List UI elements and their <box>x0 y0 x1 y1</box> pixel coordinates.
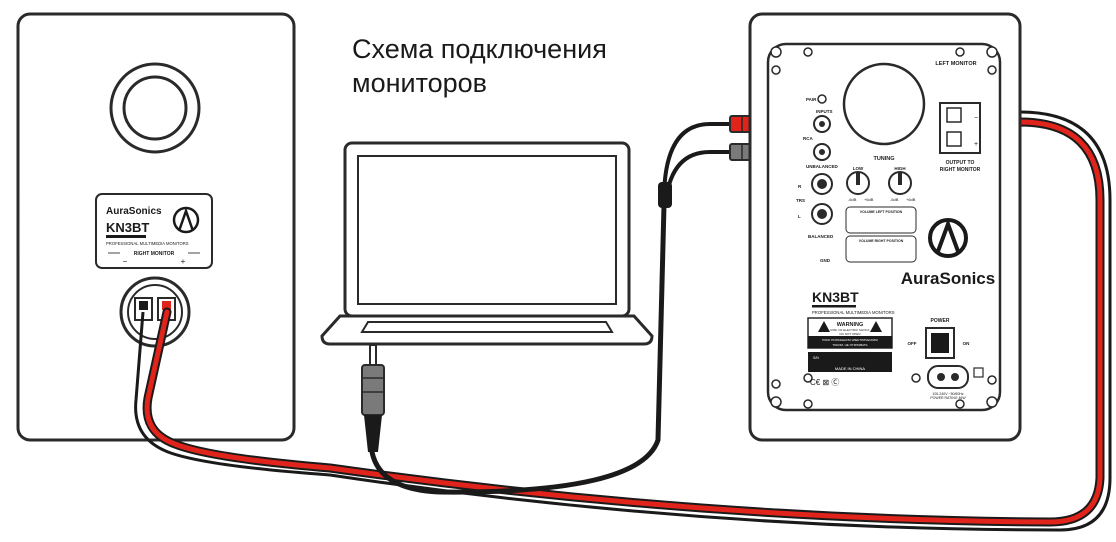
power-label: POWER <box>931 318 950 324</box>
left-speaker-brand: AuraSonics <box>901 269 995 288</box>
title-line-1: Схема подключения <box>352 34 607 64</box>
pair-label: PAIR <box>806 97 817 102</box>
left-speaker-model: KN3BT <box>812 289 859 305</box>
on-label: ON <box>963 341 970 346</box>
off-label: OFF <box>908 341 917 346</box>
warning-triangle-icon-2 <box>870 321 882 332</box>
right-speaker-woofer-outer <box>109 62 201 154</box>
red-speaker-wire <box>144 119 1103 525</box>
warning-ru-1: РИСК ПОРАЖЕНИЯ ЭЛЕКТРИЧЕСКИМ <box>822 338 878 342</box>
inputs-label: INPUTS <box>816 109 833 114</box>
title-line-2: мониторов <box>352 68 488 98</box>
pair-button <box>817 94 827 104</box>
cable-splitter <box>658 182 672 208</box>
trs-l-label: L <box>798 214 801 219</box>
serial-box <box>808 352 892 372</box>
trs-r-label: R <box>798 184 802 189</box>
right-speaker-subtitle: PROFESSIONAL MULTIMEDIA MONITORS <box>106 241 189 246</box>
vol-right-position-label: VOLUME RIGHT POSITION <box>859 239 904 243</box>
warning-ru-2: ТОКОМ. НЕ ОТКРЫВАТЬ <box>832 343 867 347</box>
laptop-icon <box>320 141 654 346</box>
rca-label: RCA <box>803 136 813 141</box>
vol-left-position-label: VOLUME LEFT POSITION <box>860 210 903 214</box>
tuning-label: TUNING <box>873 156 894 162</box>
cert-marks: C€ ⊠ Ⓒ <box>810 378 839 387</box>
plus-sign: + <box>181 257 186 266</box>
screw-icons <box>770 46 998 409</box>
mini-jack-plug <box>361 344 385 452</box>
warning-label: WARNING <box>837 322 864 328</box>
right-speaker-model: KN3BT <box>106 220 149 235</box>
right-speaker-terminal-ring <box>119 276 191 348</box>
minus-sign: − <box>123 257 128 266</box>
trs-label: TRS <box>796 198 805 203</box>
aurasonics-logo-icon <box>928 218 968 258</box>
right-monitor-label: RIGHT MONITOR <box>134 251 175 257</box>
black-speaker-wire <box>134 110 1112 532</box>
right-speaker-logo-icon <box>172 206 200 234</box>
high-db-max: +6dB <box>906 197 916 202</box>
audio-cable <box>369 202 667 495</box>
high-db-min: -6dB <box>890 197 899 202</box>
output-label-1: OUTPUT TO <box>946 160 975 166</box>
right-speaker: AuraSonics KN3BT PROFESSIONAL MULTIMEDIA… <box>16 12 296 442</box>
svg-text:+: + <box>974 141 978 148</box>
diagram-title: Схема подключения мониторов <box>352 32 607 100</box>
gnd-label: GND <box>820 258 831 263</box>
laptop-keyboard <box>360 321 614 333</box>
bass-port <box>842 62 926 146</box>
laptop-base <box>320 314 654 346</box>
high-label: HIGH <box>894 166 905 171</box>
right-speaker-model-underline <box>106 235 146 238</box>
warning-triangle-icon <box>818 321 830 332</box>
power-socket <box>927 365 969 389</box>
warning-sub-1: RISK OF ELECTRIC SHOCK <box>830 328 869 332</box>
balanced-label: BALANCED <box>808 234 834 239</box>
left-speaker: LEFT MONITOR − + OUTPUT TO RIGHT MONITOR… <box>748 12 1022 442</box>
left-monitor-label: LEFT MONITOR <box>935 61 976 67</box>
low-db-max: +6dB <box>864 197 874 202</box>
laptop-screen <box>357 155 617 305</box>
unbalanced-label: UNBALANCED <box>806 164 838 169</box>
power-spec-1: 100-240V ~50/60Hz <box>932 392 963 396</box>
right-speaker-brand: AuraSonics <box>106 206 162 217</box>
left-speaker-subtitle: PROFESSIONAL MULTIMEDIA MONITORS <box>812 310 895 315</box>
svg-text:−: − <box>974 115 978 122</box>
right-speaker-woofer-inner <box>122 75 188 141</box>
low-label: LOW <box>853 166 864 171</box>
sn-label: S/N <box>813 356 819 360</box>
power-spec-2: POWER RATING 46W <box>930 396 966 400</box>
right-speaker-label-plate <box>95 193 213 269</box>
warning-sub-2: DO NOT OPEN <box>840 332 861 336</box>
made-in-label: MADE IN CHINA <box>835 366 866 371</box>
low-db-min: -6dB <box>848 197 857 202</box>
output-label-2: RIGHT MONITOR <box>940 167 981 173</box>
